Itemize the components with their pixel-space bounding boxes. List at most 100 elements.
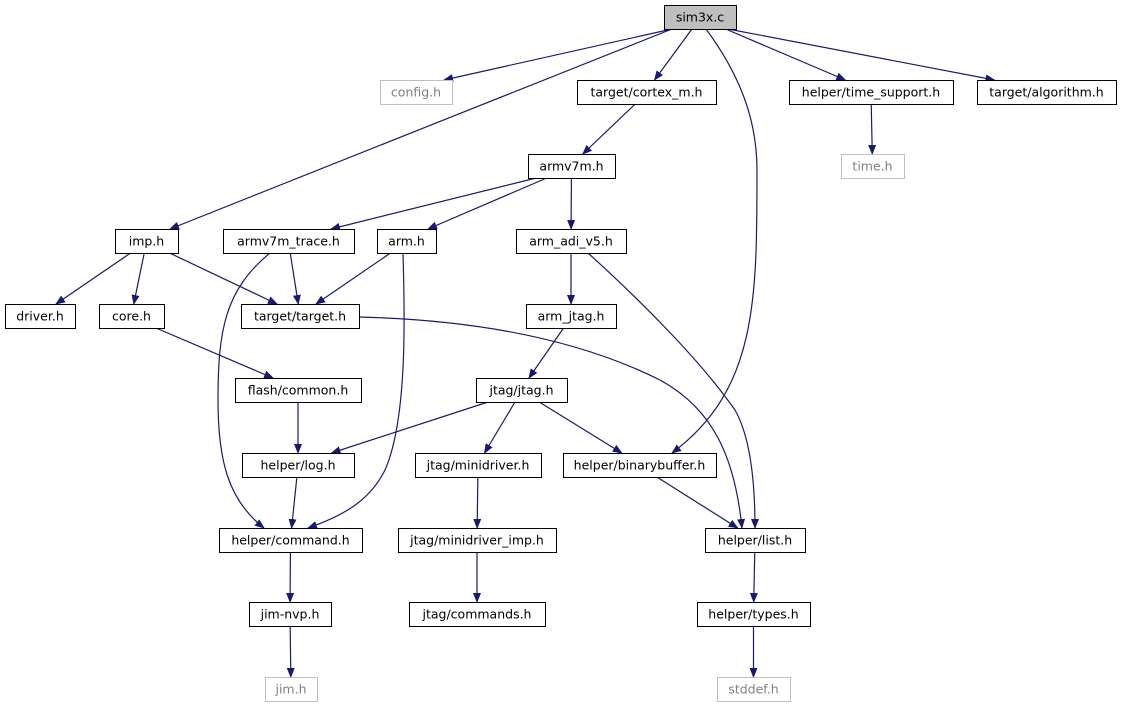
node-box	[841, 154, 905, 179]
node-box	[265, 677, 318, 702]
node-label: flash/common.h	[248, 383, 349, 398]
node-arm[interactable]: arm.h	[377, 229, 437, 254]
edge-imp-to-driver	[55, 252, 131, 305]
node-command[interactable]: helper/command.h	[219, 528, 363, 553]
node-label: armv7m.h	[539, 159, 603, 174]
node-label: jtag/jtag.h	[488, 383, 553, 398]
node-types[interactable]: helper/types.h	[697, 602, 811, 627]
node-box	[223, 229, 355, 254]
edge-sim3x-to-binarybuffer	[671, 28, 758, 454]
edge-minidriver-to-minidriver_imp	[473, 476, 482, 529]
node-list[interactable]: helper/list.h	[705, 528, 806, 553]
edge-sim3x-to-algorithm	[727, 28, 996, 83]
node-imp[interactable]: imp.h	[115, 229, 179, 254]
node-box	[242, 453, 355, 478]
edge-time_support-to-time	[868, 103, 877, 155]
node-label: helper/command.h	[231, 533, 349, 548]
node-binarybuffer[interactable]: helper/binarybuffer.h	[563, 453, 717, 478]
edge-sim3x-to-config	[443, 28, 673, 82]
node-box	[664, 5, 737, 30]
node-label: arm.h	[388, 234, 425, 249]
node-log[interactable]: helper/log.h	[242, 453, 355, 478]
node-jim: jim.h	[265, 677, 318, 702]
node-label: helper/binarybuffer.h	[574, 458, 706, 473]
node-box	[249, 602, 332, 627]
node-core[interactable]: core.h	[99, 304, 165, 329]
edge-binarybuffer-to-list	[656, 476, 739, 529]
node-label: imp.h	[129, 234, 164, 249]
node-jim_nvp[interactable]: jim-nvp.h	[249, 602, 332, 627]
node-box	[409, 602, 546, 627]
node-time_support[interactable]: helper/time_support.h	[789, 80, 954, 105]
node-cortex_m[interactable]: target/cortex_m.h	[577, 80, 717, 105]
node-label: jtag/minidriver.h	[426, 458, 530, 473]
node-label: time.h	[852, 159, 892, 174]
node-box	[516, 229, 627, 254]
node-box	[977, 80, 1117, 105]
node-label: helper/time_support.h	[802, 85, 940, 100]
edge-core-to-flash_common	[155, 327, 274, 379]
node-driver[interactable]: driver.h	[5, 304, 76, 329]
edges-layer	[55, 28, 996, 678]
node-label: stddef.h	[728, 682, 778, 697]
node-box	[476, 378, 568, 403]
edge-jtag-to-log	[330, 401, 489, 455]
node-sim3x[interactable]: sim3x.c	[664, 5, 737, 30]
node-box	[377, 229, 437, 254]
node-label: driver.h	[16, 309, 64, 324]
node-config: config.h	[380, 80, 453, 105]
node-box	[219, 528, 363, 553]
nodes-layer: sim3x.c config.h target/cortex_m.h helper/t…	[5, 5, 1117, 702]
node-label: jtag/minidriver_imp.h	[409, 533, 544, 548]
node-box	[697, 602, 811, 627]
node-target[interactable]: target/target.h	[241, 304, 360, 329]
edge-target-to-list	[358, 316, 746, 529]
edge-arm-to-command	[307, 252, 405, 529]
edge-jtag-to-binarybuffer	[538, 401, 623, 454]
node-label: sim3x.c	[676, 10, 724, 25]
node-box	[398, 528, 557, 553]
edge-imp-to-core	[131, 252, 145, 305]
node-box	[99, 304, 165, 329]
node-minidriver[interactable]: jtag/minidriver.h	[415, 453, 542, 478]
node-arm_adi_v5[interactable]: arm_adi_v5.h	[516, 229, 627, 254]
node-label: target/cortex_m.h	[591, 85, 703, 100]
edge-list-to-types	[749, 551, 758, 603]
node-armv7m_trace[interactable]: armv7m_trace.h	[223, 229, 355, 254]
node-label: core.h	[112, 309, 151, 324]
node-label: target/target.h	[254, 309, 346, 324]
edge-sim3x-to-imp	[169, 28, 673, 230]
node-minidriver_imp[interactable]: jtag/minidriver_imp.h	[398, 528, 557, 553]
edge-jtag-to-minidriver	[484, 401, 516, 454]
node-box	[526, 304, 617, 329]
node-box	[563, 453, 717, 478]
node-label: helper/list.h	[718, 533, 792, 548]
node-label: helper/types.h	[708, 607, 798, 622]
node-box	[415, 453, 542, 478]
node-label: armv7m_trace.h	[237, 234, 340, 249]
node-box	[717, 677, 791, 702]
node-label: jtag/commands.h	[422, 607, 532, 622]
edge-jim_nvp-to-jim	[286, 625, 295, 678]
edge-armv7m_trace-to-command	[217, 252, 271, 529]
node-box	[705, 528, 806, 553]
node-flash_common[interactable]: flash/common.h	[235, 378, 362, 403]
node-box	[577, 80, 717, 105]
node-stddef: stddef.h	[717, 677, 791, 702]
node-commands[interactable]: jtag/commands.h	[409, 602, 546, 627]
node-label: jim.h	[274, 682, 306, 697]
node-arm_jtag[interactable]: arm_jtag.h	[526, 304, 617, 329]
edge-sim3x-to-cortex_m	[653, 28, 693, 81]
edge-cortex_m-to-armv7m	[582, 103, 636, 155]
edge-armv7m-to-arm	[427, 177, 547, 230]
edge-arm-to-target	[315, 252, 391, 305]
node-jtag[interactable]: jtag/jtag.h	[476, 378, 568, 403]
node-box	[528, 154, 616, 179]
node-box	[115, 229, 179, 254]
node-algorithm[interactable]: target/algorithm.h	[977, 80, 1117, 105]
node-label: helper/log.h	[260, 458, 335, 473]
edge-log-to-command	[288, 476, 298, 529]
node-armv7m[interactable]: armv7m.h	[528, 154, 616, 179]
node-box	[380, 80, 453, 105]
